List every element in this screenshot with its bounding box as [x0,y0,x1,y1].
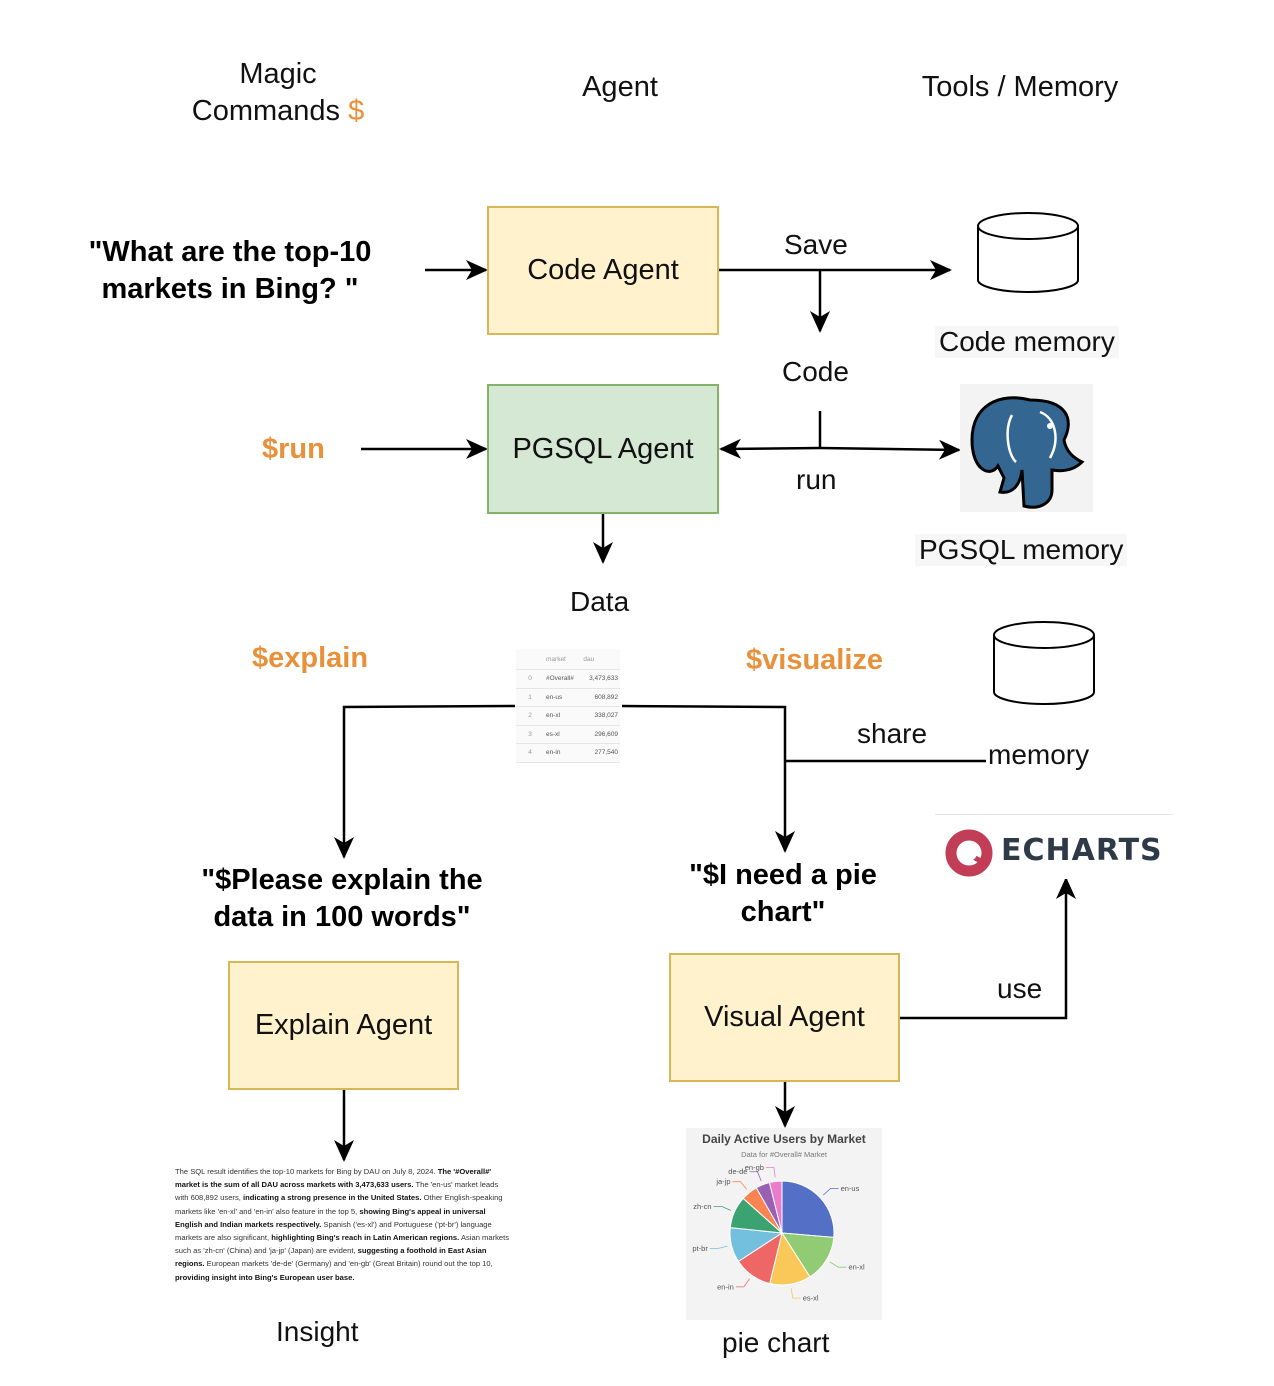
table-cell: 3,473,633 [581,669,620,689]
table-cell: en-in [544,743,582,763]
share-edge-label: share [857,718,928,749]
explain-prompt: "$Please explain the data in 100 words" [201,864,483,933]
table-row: 4 en-in 277,540 [516,743,620,763]
run-to-pgsql-memory-arrow [819,439,961,460]
table-cell: en-xl [544,706,582,726]
pie-slice-label: ja-jp [715,1177,730,1186]
pie-slice-label: en-gb [745,1163,764,1172]
table-header [516,649,544,670]
explain-agent-box[interactable]: Explain Agent [228,961,459,1090]
data-to-visual-arrow [621,704,795,853]
code-memory-database-icon [977,212,1079,293]
explain-agent-label: Explain Agent [254,1009,433,1041]
pie-slice-label: en-us [841,1184,860,1193]
echarts-ring-icon [945,829,993,877]
shared-memory-label: memory [988,739,1090,771]
data-table-preview: market dau 0 #Overall# 3,473,633 1 en-us… [516,649,620,763]
pie-label-leader [822,1187,839,1196]
run-command: $run [262,433,325,465]
pgsql-agent-box[interactable]: PGSQL Agent [487,384,719,514]
table-row: 2 en-xl 338,027 [516,706,620,726]
pie-label-leader [790,1288,801,1299]
pgsql-memory-label: PGSQL memory [915,534,1128,566]
postgresql-elephant-icon [960,384,1093,512]
run-to-pgsql-agent-arrow [719,438,821,459]
pie-chart: en-us en-xl es-xl en-in pt-br zh-cn ja-jpde-de… [692,1163,865,1303]
save-edge-label: Save [784,229,848,260]
pie-slice-label: de-de [728,1167,747,1176]
code-memory-label: Code memory [935,326,1119,358]
echarts-logo: ECHARTS [935,814,1173,879]
table-cell: 277,540 [581,743,620,763]
table-cell: es-xl [544,725,582,744]
run-edge-label: run [796,464,837,495]
visualize-command: $visualize [746,644,884,676]
pie-chart-title: Daily Active Users by Market [702,1132,866,1146]
visual-to-echarts-arrow [900,877,1076,1020]
visual-prompt: "$I need a pie chart" [689,859,877,928]
table-header: dau [581,649,620,670]
insight-paragraph: The SQL result identifies the top-10 mar… [175,1167,510,1282]
pie-chart-card: Daily Active Users by Market Data for #O… [686,1128,882,1320]
pie-label-leader [749,1171,762,1182]
tools-memory-header: Tools / Memory [921,71,1119,103]
pie-label-leader [709,1245,728,1249]
table-cell: 0 [516,669,544,689]
pie-label-leader [735,1278,750,1288]
data-to-explain-arrow [334,704,516,859]
pie-label-leader [765,1167,776,1178]
table-cell: #Overall# [544,669,582,689]
use-edge-label: use [997,973,1043,1004]
pie-label-leader [732,1181,748,1190]
table-cell: en-us [544,688,582,707]
table-cell: 338,027 [581,706,620,726]
code-agent-label: Code Agent [527,254,679,286]
pie-slice-label: en-xl [848,1263,865,1272]
table-cell: 3 [516,725,544,744]
visual-agent-label: Visual Agent [704,1001,865,1033]
table-cell: 2 [516,706,544,726]
insight-label: Insight [276,1316,359,1347]
pie-slice [768,1180,783,1234]
table-cell: 608,892 [581,688,620,707]
code-edge-label: Code [782,356,849,387]
pie-slice [781,1180,835,1238]
visual-agent-box[interactable]: Visual Agent [669,953,900,1082]
pie-chart-subtitle: Data for #Overall# Market [741,1150,827,1159]
pie-slice-label: en-in [717,1282,734,1291]
table-cell: 1 [516,688,544,707]
pie-label-leader [713,1205,731,1211]
table-row: 1 en-us 608,892 [516,688,620,707]
data-label: Data [570,586,630,617]
pie-slice-label: pt-br [692,1244,708,1253]
pie-chart-label: pie chart [722,1327,830,1358]
pie-slice-label: es-xl [803,1294,819,1303]
pie-label-leader [829,1261,847,1268]
table-cell: 296,609 [581,725,620,744]
table-header-row: market dau [516,649,620,670]
explain-command: $explain [252,642,369,674]
agent-header: Agent [582,71,658,103]
user-query: "What are the top-10 markets in Bing? " [88,236,372,305]
table-header: market [544,649,582,670]
table-cell: 4 [516,743,544,763]
echarts-wordmark: ECHARTS [1001,833,1163,868]
code-agent-box[interactable]: Code Agent [487,206,719,335]
pie-slice-label: zh-cn [693,1202,711,1211]
table-row: 3 es-xl 296,609 [516,725,620,744]
magic-commands-header: Magic Commands $ [191,58,365,127]
dollar-symbol: $ [348,95,365,127]
pgsql-agent-label: PGSQL Agent [512,432,694,465]
shared-memory-database-icon [993,621,1095,705]
table-row: 0 #Overall# 3,473,633 [516,669,620,689]
